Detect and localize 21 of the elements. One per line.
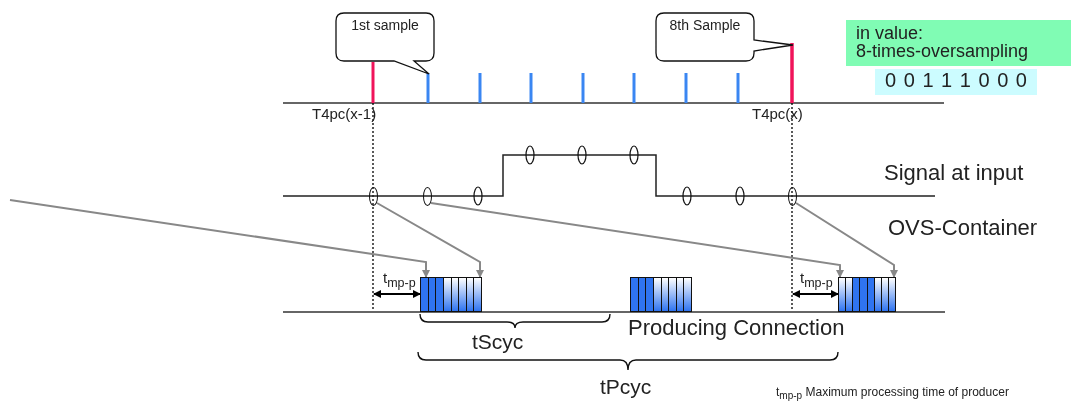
time-label: T4pc(x-1) <box>312 106 377 123</box>
value-box: 0 0 1 1 1 0 0 0 <box>875 69 1037 95</box>
brace-label: tPcyc <box>600 375 652 399</box>
callout-bubble: 1st sample <box>335 12 435 76</box>
brace-label: tScyc <box>472 330 524 354</box>
container-block <box>630 277 692 312</box>
dimension-label: t$_{mp-p}$ <box>383 270 416 291</box>
callout-bubble: 8th Sample <box>655 12 794 62</box>
arrow <box>430 202 844 278</box>
arrow <box>376 202 484 278</box>
row-label: Signal at input <box>884 161 1024 186</box>
footnote: t$_{mp-p}$ Maximum processing time of producer <box>776 386 1009 402</box>
section-label: Producing Connection <box>628 316 845 341</box>
note-box: in value: 8-times-oversampling <box>846 20 1071 66</box>
time-label: T4pc(x) <box>752 106 803 123</box>
container-block <box>420 277 482 312</box>
container-block <box>838 277 896 312</box>
arrow <box>9 199 430 278</box>
row-label: OVS-Container <box>888 216 1038 241</box>
dimension-label: t$_{mp-p}$ <box>800 270 833 291</box>
arrow <box>795 202 898 278</box>
